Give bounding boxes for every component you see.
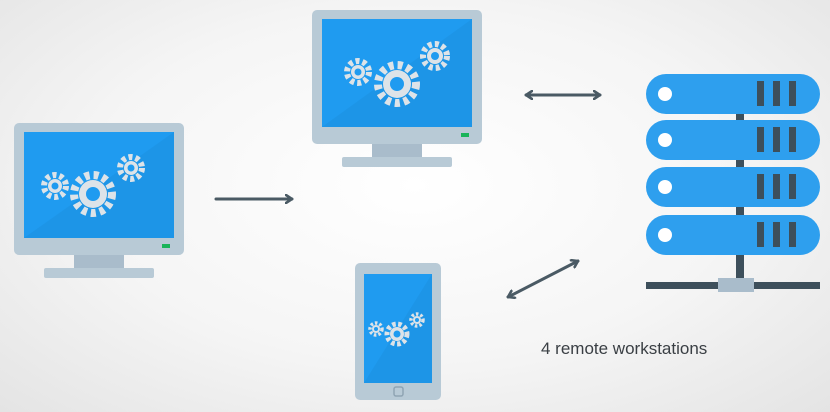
server-unit xyxy=(646,215,820,255)
home-button xyxy=(393,386,404,397)
arrow-tablet-server-bidirectional xyxy=(506,261,580,297)
tablet-device xyxy=(355,263,441,400)
gear-icon xyxy=(368,312,425,347)
gear-icon xyxy=(41,154,145,217)
server-unit xyxy=(646,167,820,207)
central-monitor xyxy=(312,10,482,167)
power-indicator xyxy=(461,133,469,137)
left-workstation-monitor xyxy=(14,123,184,278)
diagram-caption: 4 remote workstations xyxy=(541,339,708,358)
gear-icon xyxy=(344,41,450,107)
server-unit xyxy=(646,120,820,160)
server-unit xyxy=(646,74,820,114)
power-indicator xyxy=(162,244,170,248)
server-rack-icon xyxy=(646,74,820,292)
